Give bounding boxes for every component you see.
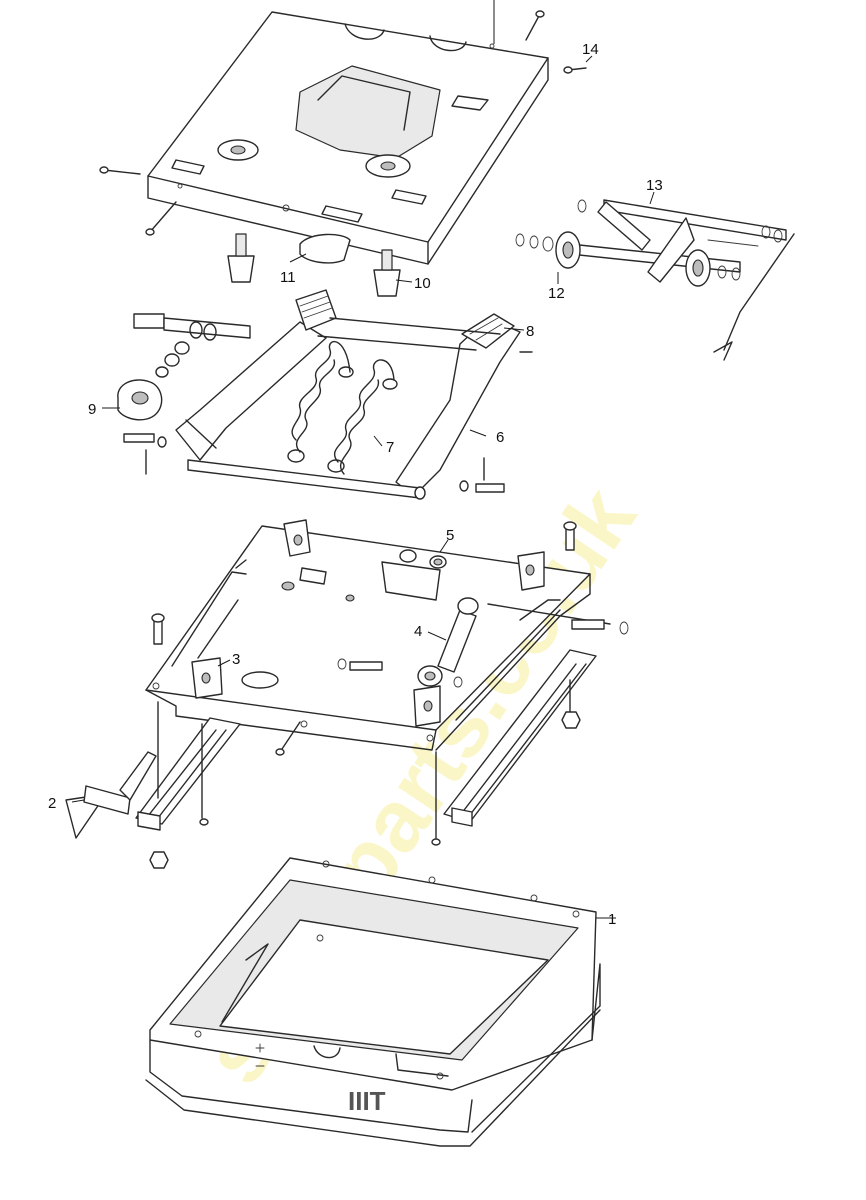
- callout-8: 8: [526, 323, 534, 340]
- pin-and-clip: [459, 457, 505, 493]
- slide-pad: [299, 233, 351, 264]
- release-handle: [65, 751, 157, 839]
- callout-10: 10: [414, 275, 431, 292]
- callout-13: 13: [646, 177, 663, 194]
- callout-2: 2: [48, 795, 56, 812]
- callout-11: 11: [280, 269, 296, 286]
- callout-7: 7: [386, 439, 394, 456]
- tension-spring: [287, 341, 398, 475]
- rubber-buffer: [227, 233, 401, 297]
- callout-4: 4: [414, 623, 422, 640]
- callout-1: 1: [608, 911, 616, 928]
- brand-mark: IIIT: [348, 1086, 386, 1116]
- callout-6: 6: [496, 429, 504, 446]
- callout-9: 9: [88, 401, 96, 418]
- base-frame: [145, 525, 591, 751]
- callout-leaders: [71, 55, 655, 919]
- shaft-assembly: [515, 199, 795, 361]
- pivot-bracket: [191, 519, 545, 727]
- top-mounting-plate: [147, 11, 549, 265]
- slide-rail: [135, 649, 597, 869]
- callout-14: 14: [582, 41, 599, 58]
- bolt: [151, 521, 577, 756]
- callout-numbers: 1 2 3 4 5 6 7 8 9 10 11 12 13 14: [48, 41, 663, 928]
- gas-strut: [337, 597, 629, 688]
- base-cover: IIIT: [145, 857, 601, 1147]
- callout-3: 3: [232, 651, 240, 668]
- height-adjust-mechanism: [175, 289, 533, 500]
- screw: [99, 0, 587, 236]
- callout-5: 5: [446, 527, 454, 544]
- adjust-knob-assembly: [117, 313, 251, 475]
- callout-12: 12: [548, 285, 565, 302]
